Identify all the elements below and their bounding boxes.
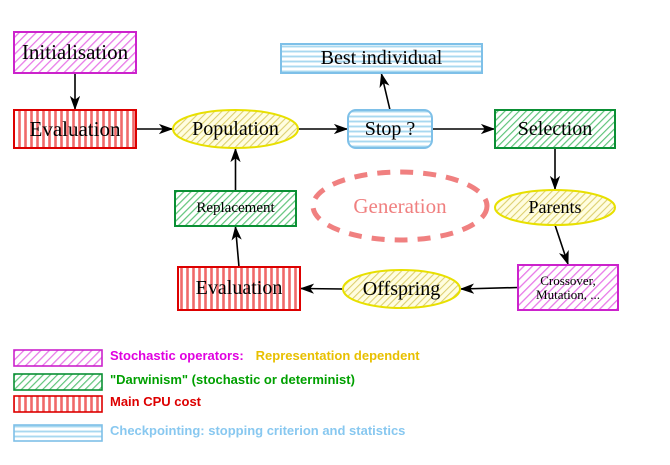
node-shape-replacement — [174, 190, 297, 227]
node-shape-evaluation-top — [13, 109, 137, 149]
legend-label-main-cpu-cost: Main CPU cost — [110, 394, 202, 409]
legend-swatch-group — [13, 349, 103, 442]
legend-swatch-checkpointing — [13, 424, 103, 442]
legend-swatch-main-cpu-cost — [13, 395, 103, 413]
node-shape-generation — [310, 169, 490, 243]
legend-label-stochastic-operators: Stochastic operators:Representation depe… — [110, 348, 420, 363]
edge-evaluation-to-replacement — [231, 225, 242, 268]
edges-group — [69, 72, 569, 294]
edge-stop-to-best — [379, 72, 391, 111]
node-shape-best-individual — [280, 43, 483, 74]
legend-label-darwinism: "Darwinism" (stochastic or determinist) — [110, 372, 355, 387]
node-shape-parents — [494, 189, 616, 226]
node-shape-initialisation — [13, 31, 137, 74]
legend-label-checkpointing: Checkpointing: stopping criterion and st… — [110, 423, 406, 438]
edge-crossover-to-offspring — [459, 283, 519, 294]
nodes-group — [13, 31, 619, 311]
legend-swatch-stochastic-operators — [13, 349, 103, 367]
node-shape-stop — [347, 109, 433, 149]
edge-parents-to-crossover — [554, 224, 569, 266]
legend-swatch-darwinism — [13, 373, 103, 391]
node-shape-crossover — [517, 264, 619, 311]
legend-label-stochastic-operators-secondary: Representation dependent — [255, 348, 420, 363]
node-shape-selection — [494, 109, 616, 149]
node-shape-offspring — [342, 269, 461, 309]
node-shape-evaluation-bottom — [177, 266, 301, 311]
node-shape-population — [172, 109, 299, 149]
edge-offspring-to-evaluation — [299, 283, 344, 294]
